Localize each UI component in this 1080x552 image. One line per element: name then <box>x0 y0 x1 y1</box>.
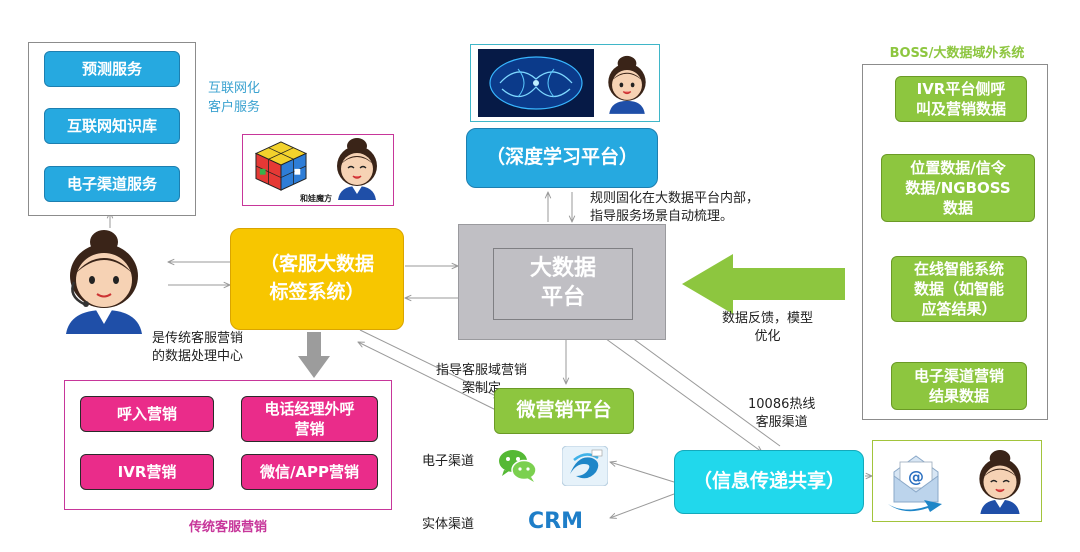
svg-text:@: @ <box>908 467 924 486</box>
micro-marketing-platform-node[interactable]: 微营销平台 <box>494 388 634 434</box>
electronic-channel-label: 电子渠道 <box>422 454 475 469</box>
feedback-note: 数据反馈，模型 优化 <box>722 311 814 344</box>
crm-label[interactable]: CRM <box>528 509 583 534</box>
boss-ivr-data-button[interactable]: IVR平台侧呼 叫及营销数据 <box>895 76 1027 122</box>
tag-system-note: 是传统客服营销 的数据处理中心 <box>152 331 244 364</box>
forecast-service-button[interactable]: 预测服务 <box>44 51 180 87</box>
internet-service-caption: 互联网化 客户服务 <box>208 81 261 115</box>
rule-note: 规则固化在大数据平台内部， 指导服务场景自动梳理。 <box>590 191 760 224</box>
arrow-tag-to-traditional <box>298 332 330 378</box>
boss-title: BOSS/大数据域外系统 <box>889 46 1025 61</box>
ai-brain-icon <box>478 49 594 117</box>
phone-manager-outbound-button[interactable]: 电话经理外呼 营销 <box>241 396 378 442</box>
big-data-platform-node[interactable]: 大数据 平台 <box>493 248 633 320</box>
arrow-boss-to-bigdata <box>682 254 845 314</box>
email-icon: @ <box>888 455 942 512</box>
agent-avatar-icon <box>337 138 377 200</box>
rubik-cube-icon <box>254 141 308 191</box>
arrow-info-to-bigdata <box>624 332 781 447</box>
china-mobile-icon[interactable] <box>562 446 608 486</box>
boss-location-data-button[interactable]: 位置数据/信令 数据/NGBOSS 数据 <box>881 154 1035 222</box>
arrow-tag-to-micro <box>359 329 500 398</box>
info-share-node[interactable]: （信息传递共享） <box>674 450 864 514</box>
email-avatar-icon <box>979 450 1021 515</box>
electronic-channel-service-button[interactable]: 电子渠道服务 <box>44 166 180 202</box>
deep-learning-platform-node[interactable]: （深度学习平台） <box>466 128 658 188</box>
boss-online-intelligent-button[interactable]: 在线智能系统 数据（如智能 应答结果） <box>891 256 1027 322</box>
arrow-info-to-mobile <box>610 462 675 483</box>
inbound-marketing-button[interactable]: 呼入营销 <box>80 396 214 432</box>
traditional-marketing-caption: 传统客服营销 <box>188 520 267 535</box>
arrow-bigdata-to-info <box>601 335 762 452</box>
physical-channel-label: 实体渠道 <box>422 517 475 532</box>
arrow-micro-to-tag <box>358 342 501 413</box>
headset-agent-avatar-icon <box>66 230 142 334</box>
ivr-marketing-button[interactable]: IVR营销 <box>80 454 214 490</box>
boss-electronic-channel-button[interactable]: 电子渠道营销 结果数据 <box>891 362 1027 410</box>
deep-learning-avatar-icon <box>608 55 646 114</box>
hotline-note: 10086热线 客服渠道 <box>748 397 816 430</box>
internet-knowledge-base-button[interactable]: 互联网知识库 <box>44 108 180 144</box>
wechat-icon[interactable] <box>498 446 538 484</box>
tag-system-node[interactable]: （客服大数据 标签系统） <box>230 228 404 330</box>
wechat-app-marketing-button[interactable]: 微信/APP营销 <box>241 454 378 490</box>
guide-note: 指导客服域营销 案制定 <box>436 363 528 396</box>
arrow-info-to-crm <box>610 493 675 518</box>
rubik-caption: 和娃魔方 <box>300 194 332 203</box>
boss-panel <box>862 64 1048 420</box>
